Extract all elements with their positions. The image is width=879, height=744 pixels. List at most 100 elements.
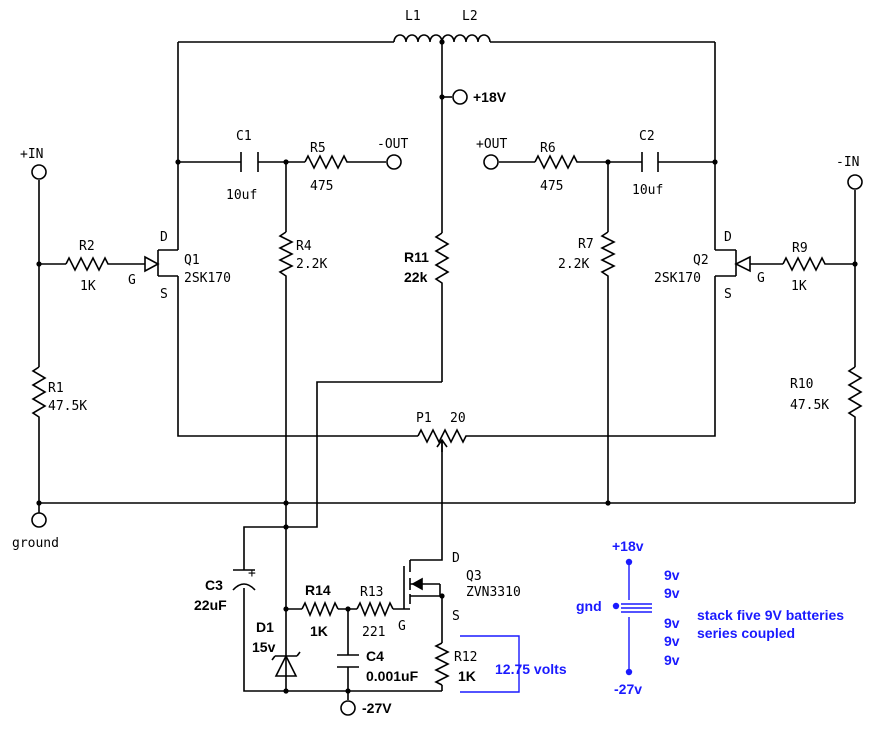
r14-value: 1K xyxy=(310,623,328,639)
out-pos-label: +OUT xyxy=(476,137,507,152)
resistor-r12: R12 1K xyxy=(434,642,477,686)
resistor-r1: R1 47.5K xyxy=(31,366,87,422)
c3-ref: C3 xyxy=(205,577,223,593)
v-pos-label: +18V xyxy=(473,89,507,105)
jfet-q1: D G S Q1 2SK170 xyxy=(128,230,231,302)
c3-polarity: + xyxy=(248,566,256,581)
r6-ref: R6 xyxy=(540,141,556,156)
resistor-r13: R13 221 xyxy=(356,585,394,640)
in-neg-label: -IN xyxy=(836,155,859,170)
out-pos-terminal[interactable] xyxy=(483,154,499,170)
capacitor-c1: C1 10uf xyxy=(226,129,259,203)
c1-value: 10uf xyxy=(226,188,257,203)
r13-ref: R13 xyxy=(360,585,383,600)
q1-source: S xyxy=(160,287,168,302)
p1-value: 20 xyxy=(450,411,466,426)
c2-value: 10uf xyxy=(632,183,663,198)
inductor-l2: L2 xyxy=(441,9,491,43)
battery-cell-4: 9v xyxy=(664,633,680,649)
d1-ref: D1 xyxy=(256,619,274,635)
wires xyxy=(38,41,856,700)
r12-ref: R12 xyxy=(454,650,477,665)
jfet-q2: D G S Q2 2SK170 xyxy=(654,230,765,302)
battery-note-line1: stack five 9V batteries xyxy=(697,607,844,623)
zener-d1: D1 15v xyxy=(252,619,301,677)
battery-stack: +18v gnd -27v 9v 9v 9v 9v 9v stack five … xyxy=(576,538,844,697)
r5-ref: R5 xyxy=(310,141,326,156)
resistor-r4: R4 2.2K xyxy=(278,231,327,285)
resistor-r7: R7 2.2K xyxy=(558,231,616,285)
out-neg-label: -OUT xyxy=(377,137,408,152)
r7-ref: R7 xyxy=(578,237,594,252)
l1-label: L1 xyxy=(405,9,421,24)
battery-cell-1: 9v xyxy=(664,567,680,583)
c4-ref: C4 xyxy=(366,648,384,664)
v-neg-label: -27V xyxy=(362,700,392,716)
q1-part: 2SK170 xyxy=(184,271,231,286)
capacitor-c4: C4 0.001uF xyxy=(337,648,419,684)
r4-ref: R4 xyxy=(296,239,312,254)
c1-ref: C1 xyxy=(236,129,252,144)
r10-value: 47.5K xyxy=(790,398,829,413)
resistor-r6: R6 475 xyxy=(534,141,582,194)
r13-value: 221 xyxy=(362,625,385,640)
battery-note-line2: series coupled xyxy=(697,625,795,641)
resistor-r9: R9 1K xyxy=(782,241,829,294)
capacitor-c2: C2 10uf xyxy=(632,129,663,198)
v-neg-terminal[interactable] xyxy=(340,700,356,716)
q3-part: ZVN3310 xyxy=(466,585,521,600)
resistor-r10: R10 47.5K xyxy=(790,366,863,422)
r1-value: 47.5K xyxy=(48,399,87,414)
battery-top-label: +18v xyxy=(612,538,644,554)
v-pos-terminal[interactable] xyxy=(452,89,468,105)
d1-value: 15v xyxy=(252,639,276,655)
resistor-r11: R11 22k xyxy=(404,232,450,290)
voltage-annotation: 12.75 volts xyxy=(495,661,567,677)
mosfet-q3: D G S Q3 ZVN3310 xyxy=(398,551,521,634)
r10-ref: R10 xyxy=(790,377,813,392)
voltage-bracket: 12.75 volts xyxy=(460,635,567,693)
p1-ref: P1 xyxy=(416,411,432,426)
q3-drain: D xyxy=(452,551,460,566)
r14-ref: R14 xyxy=(305,582,331,598)
q2-gate: G xyxy=(757,271,765,286)
junction-dots xyxy=(36,39,858,694)
r2-value: 1K xyxy=(80,279,96,294)
out-neg-terminal[interactable] xyxy=(386,154,402,170)
r11-value: 22k xyxy=(404,269,428,285)
l2-label: L2 xyxy=(462,9,478,24)
r4-value: 2.2K xyxy=(296,257,327,272)
q2-drain: D xyxy=(724,230,732,245)
ground-label: ground xyxy=(12,536,59,551)
resistor-r2: R2 1K xyxy=(65,239,112,294)
battery-cell-2: 9v xyxy=(664,585,680,601)
inductor-l1: L1 xyxy=(393,9,443,43)
potentiometer-p1: P1 20 xyxy=(416,411,468,452)
c4-value: 0.001uF xyxy=(366,668,419,684)
in-neg-terminal[interactable] xyxy=(847,174,863,190)
r1-ref: R1 xyxy=(48,381,64,396)
r5-value: 475 xyxy=(310,179,333,194)
resistor-r14: R14 1K xyxy=(301,582,339,639)
q3-ref: Q3 xyxy=(466,569,482,584)
q2-part: 2SK170 xyxy=(654,271,701,286)
q3-gate: G xyxy=(398,619,406,634)
r12-value: 1K xyxy=(458,668,476,684)
in-pos-terminal[interactable] xyxy=(31,164,47,180)
r9-ref: R9 xyxy=(792,241,808,256)
resistor-r5: R5 475 xyxy=(304,141,352,194)
ground-terminal[interactable] xyxy=(31,512,47,528)
q2-ref: Q2 xyxy=(693,253,709,268)
q2-source: S xyxy=(724,287,732,302)
q1-ref: Q1 xyxy=(184,253,200,268)
battery-cell-3: 9v xyxy=(664,615,680,631)
c3-value: 22uF xyxy=(194,597,227,613)
q1-drain: D xyxy=(160,230,168,245)
c2-ref: C2 xyxy=(639,129,655,144)
battery-middle-label: gnd xyxy=(576,598,602,614)
in-pos-label: +IN xyxy=(20,147,43,162)
r9-value: 1K xyxy=(791,279,807,294)
q1-gate: G xyxy=(128,273,136,288)
r2-ref: R2 xyxy=(79,239,95,254)
